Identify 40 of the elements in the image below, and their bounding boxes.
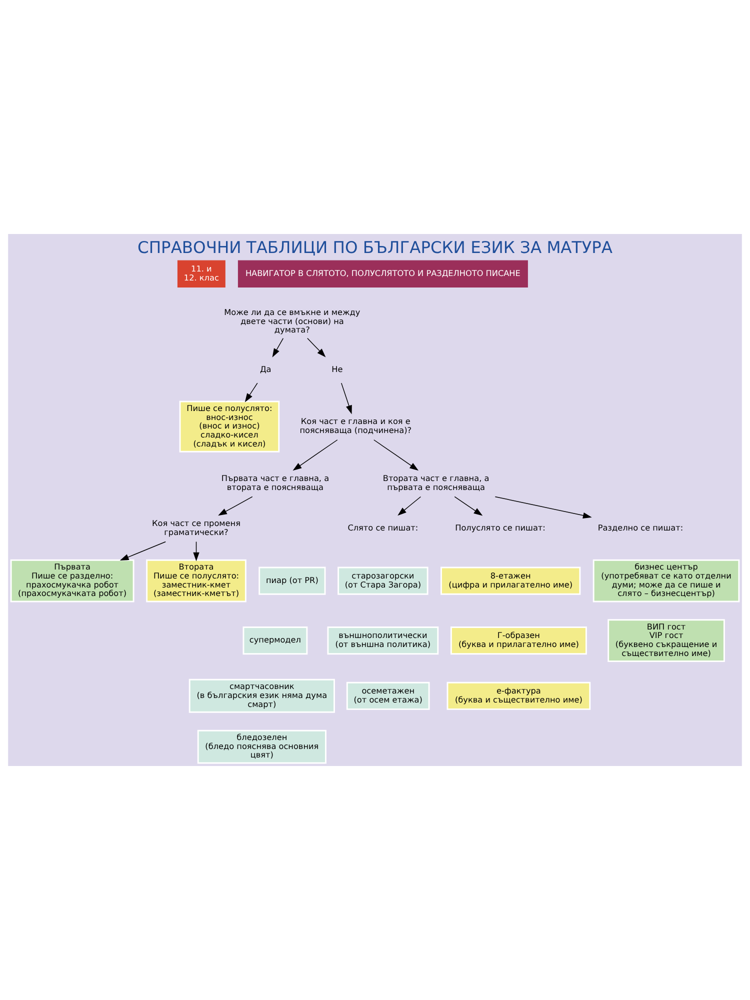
arrow xyxy=(454,496,483,516)
arrow xyxy=(292,440,338,471)
arrow xyxy=(341,382,352,414)
node-box: бизнес център (употребяват се като отделни думи; може да се пише и слято – бизнесцентър) xyxy=(592,559,740,602)
node-text: Може ли да се вмъкне и между двете части (основи) на думата? xyxy=(224,307,360,335)
node-text: Коя част е главна и коя е поясняваща (подчинена)? xyxy=(300,416,412,436)
node-text: Да xyxy=(260,364,272,374)
node-box: смартчасовник (в българския език няма дума смарт) xyxy=(188,678,335,713)
node-box: Г-образен (буква и прилагателно име) xyxy=(450,626,587,655)
node-text: Разделно се пишат: xyxy=(598,522,684,532)
node-box: бледозелен (бледо пояснява основния цвят) xyxy=(197,730,326,764)
node-text: Коя част се променя граматически? xyxy=(152,518,240,537)
arrow xyxy=(218,496,253,516)
node-box: е-фактура (буква и съществително име) xyxy=(446,682,591,710)
label: НАВИГАТОР В СЛЯТОТО, ПОЛУСЛЯТОТО И РАЗДЕЛНОТО ПИСАНЕ xyxy=(245,268,520,278)
arrow xyxy=(193,541,200,562)
arrow xyxy=(244,382,258,402)
node-box: ВИП гост VIP гост (буквено съкращение и съществително име) xyxy=(608,619,725,662)
node-text: Първата част е главна, а втората е поясняваща xyxy=(221,473,330,492)
node-box: Втората Пише се полуслято: заместник-кмет (заместник-кметът) xyxy=(146,559,246,602)
label: 11. и 12. клас xyxy=(184,263,219,282)
diagram-title: СПРАВОЧНИ ТАБЛИЦИ ПО БЪЛГАРСКИ ЕЗИК ЗА МАТУРА xyxy=(138,238,612,257)
node-text: Втората част е главна, а първата е поясняваща xyxy=(382,473,490,492)
arrow xyxy=(494,496,592,519)
node-box: пиар (от PR) xyxy=(258,566,326,595)
arrow xyxy=(120,541,166,561)
node-text: Не xyxy=(332,364,343,374)
arrow xyxy=(307,338,326,358)
arrow xyxy=(398,496,422,516)
node-box: външнополитически (от външна политика) xyxy=(327,626,439,655)
arrow xyxy=(374,440,419,471)
node-text: Полуслято се пишат: xyxy=(455,522,546,532)
node-text: Слято се пишат: xyxy=(348,522,418,532)
arrow xyxy=(272,338,284,358)
node-box: Пише се полуслято: внос-износ (внос и износ) сладко-кисел (сладък и кисел) xyxy=(179,400,280,452)
node-box: 8-етажен (цифра и прилагателно име) xyxy=(440,566,581,595)
node-box: осеметажен (от осем етажа) xyxy=(346,682,430,710)
node-box: супермодел xyxy=(242,626,308,655)
node-box: Първата Пише се разделно: прахосмукачка робот (прахосмукачката робот) xyxy=(10,559,134,602)
node-box: старозагорски (от Стара Загора) xyxy=(338,566,428,595)
